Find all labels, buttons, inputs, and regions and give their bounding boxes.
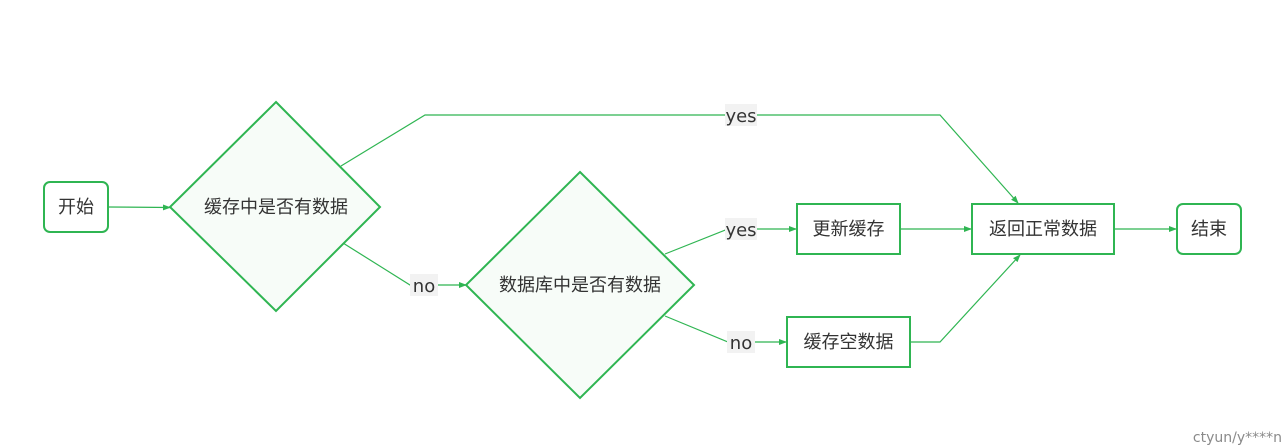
svg-text:返回正常数据: 返回正常数据 <box>989 219 1097 240</box>
edge-db-no <box>664 315 787 345</box>
node-db-check[interactable]: 数据库中是否有数据 <box>464 170 696 400</box>
svg-text:yes: yes <box>725 106 756 127</box>
watermark: ctyun/y****n <box>1192 430 1282 446</box>
node-end[interactable]: 结束 <box>1176 203 1242 255</box>
svg-text:no: no <box>413 276 435 297</box>
edge-label-db-no: no <box>727 331 755 354</box>
svg-text:数据库中是否有数据: 数据库中是否有数据 <box>499 275 661 296</box>
node-cache-empty[interactable]: 缓存空数据 <box>786 316 911 368</box>
svg-text:缓存空数据: 缓存空数据 <box>804 332 894 353</box>
edge-cache-no <box>342 242 467 288</box>
svg-text:开始: 开始 <box>58 197 94 218</box>
edge-start-to-cache-check <box>107 204 171 211</box>
svg-text:结束: 结束 <box>1191 219 1227 240</box>
edge-label-cache-yes: yes <box>725 104 757 127</box>
node-cache-check[interactable]: 缓存中是否有数据 <box>168 100 382 313</box>
svg-text:更新缓存: 更新缓存 <box>813 219 885 240</box>
svg-text:yes: yes <box>725 220 756 241</box>
edge-label-cache-no: no <box>410 274 438 297</box>
node-update-cache[interactable]: 更新缓存 <box>796 203 901 255</box>
edge-label-db-yes: yes <box>725 218 757 241</box>
node-return-data[interactable]: 返回正常数据 <box>971 203 1115 255</box>
node-start[interactable]: 开始 <box>43 181 109 233</box>
edge-cache-yes <box>340 114 1019 204</box>
svg-text:缓存中是否有数据: 缓存中是否有数据 <box>204 197 348 218</box>
edge-empty-to-return <box>910 254 1021 343</box>
svg-text:no: no <box>730 333 752 354</box>
